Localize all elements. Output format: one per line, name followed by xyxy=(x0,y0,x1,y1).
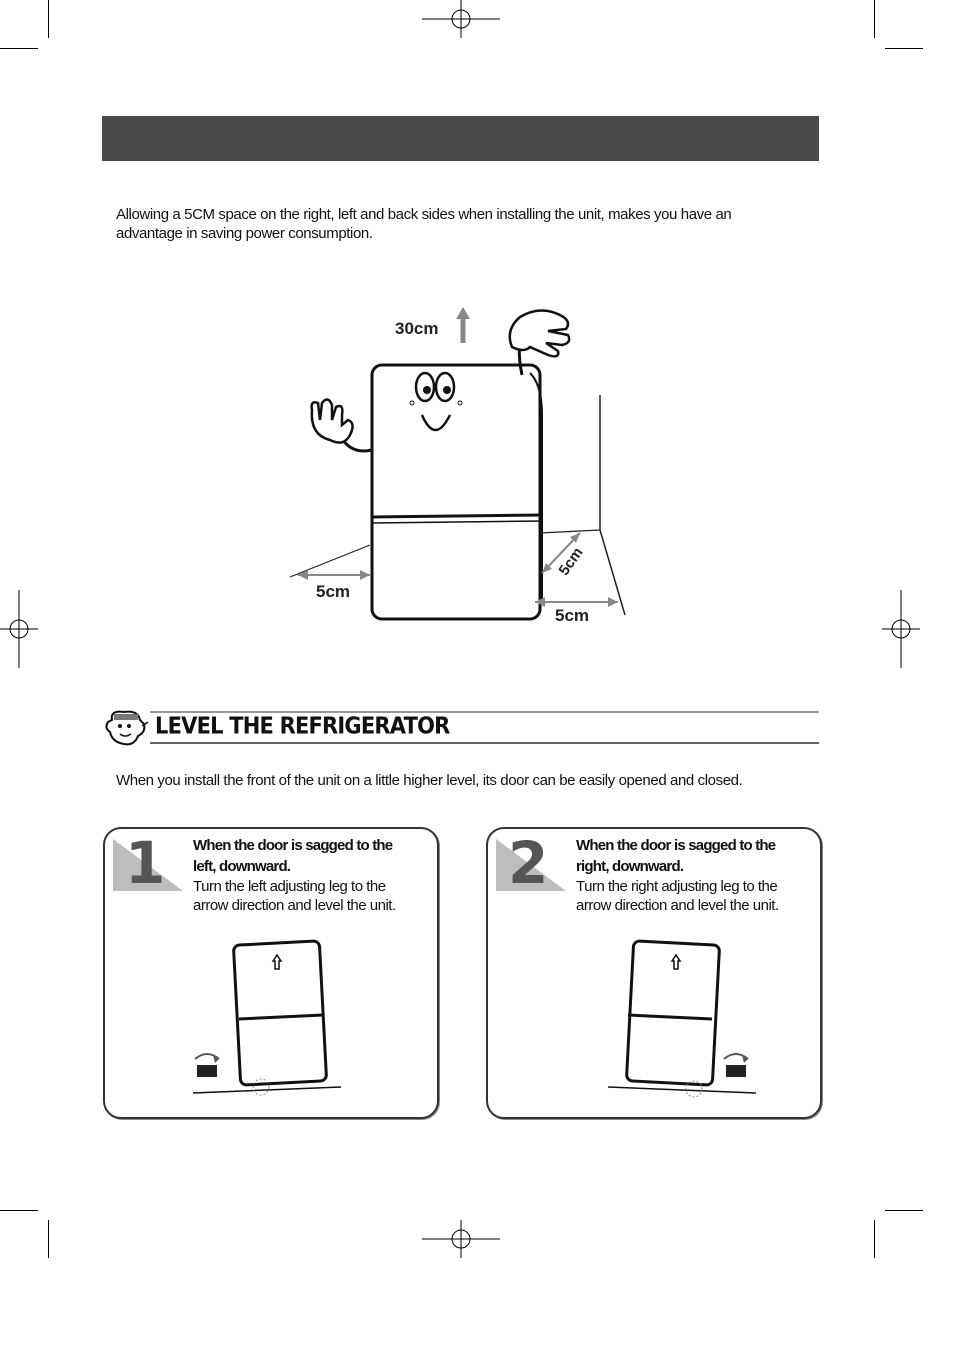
step-2-triangle-decor xyxy=(496,839,566,891)
registration-mark-right xyxy=(882,590,920,668)
refrigerator-cartoon-illustration xyxy=(289,307,626,621)
step-2-refrigerator-illustration xyxy=(607,939,757,1098)
section-header-bar xyxy=(102,116,819,161)
step-1-body-line-1: Turn the left adjusting leg to the xyxy=(193,878,386,895)
section-title: LEVEL THE REFRIGERATOR xyxy=(155,712,450,740)
registration-mark-left xyxy=(0,590,38,668)
right-clearance-label: 5cm xyxy=(555,606,590,625)
level-section-header: LEVEL THE REFRIGERATOR xyxy=(102,706,819,748)
intro-line-1: Allowing a 5CM space on the right, left … xyxy=(116,206,732,223)
registration-mark-top xyxy=(422,0,500,38)
intro-line-2: advantage in saving power consumption. xyxy=(116,225,373,242)
registration-mark-bottom xyxy=(422,1220,500,1258)
step-2-body: Turn the right adjusting leg to the arro… xyxy=(576,877,816,915)
step-1-body-line-2: arrow direction and level the unit. xyxy=(193,897,396,914)
clearance-diagram: 30cm 5cm 5cm 5cm xyxy=(280,295,660,635)
step-1-heading-line-2: left, downward. xyxy=(193,858,291,875)
level-description: When you install the front of the unit o… xyxy=(116,772,743,789)
step-2-body-line-1: Turn the right adjusting leg to the xyxy=(576,878,778,895)
top-clearance-label: 30cm xyxy=(395,319,439,338)
intro-paragraph: Allowing a 5CM space on the right, left … xyxy=(116,205,816,243)
step-2-heading-line-2: right, downward. xyxy=(576,858,684,875)
mascot-head-icon xyxy=(105,710,149,746)
step-2-heading-line-1: When the door is sagged to the xyxy=(576,837,776,854)
step-1-heading: When the door is sagged to the left, dow… xyxy=(193,835,433,877)
step-2-heading: When the door is sagged to the right, do… xyxy=(576,835,816,877)
step-1-body: Turn the left adjusting leg to the arrow… xyxy=(193,877,433,915)
left-clearance-label: 5cm xyxy=(316,582,351,601)
step-1-triangle-decor xyxy=(113,839,183,891)
step-2-number: 2 xyxy=(508,829,549,897)
section-rule-lines xyxy=(150,711,819,744)
step-card-1: 1 When the door is sagged to the left, d… xyxy=(103,827,439,1119)
step-card-2: 2 When the door is sagged to the right, … xyxy=(486,827,822,1119)
step-1-heading-line-1: When the door is sagged to the xyxy=(193,837,393,854)
step-2-body-line-2: arrow direction and level the unit. xyxy=(576,897,779,914)
step-1-refrigerator-illustration xyxy=(192,939,342,1096)
step-1-number: 1 xyxy=(125,829,166,897)
